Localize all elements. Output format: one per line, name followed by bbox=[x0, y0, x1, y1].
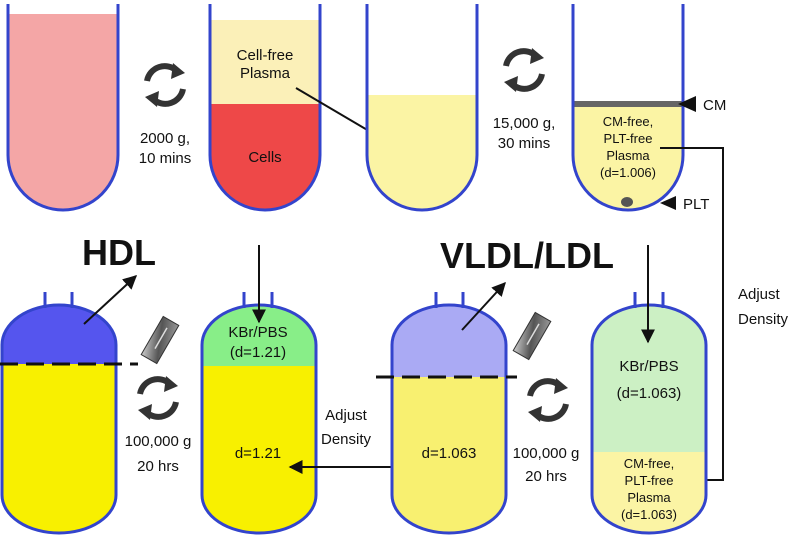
cm-pointer bbox=[678, 96, 696, 112]
hdl-title: HDL bbox=[82, 232, 156, 273]
cm-free-label: CM-free, bbox=[624, 456, 675, 471]
density-label: Density bbox=[321, 431, 372, 448]
tube-cm-plt: CM-free, PLT-free Plasma (d=1.006) bbox=[571, 4, 685, 212]
cm-free-label: CM-free, bbox=[603, 114, 654, 129]
plt-label: PLT bbox=[683, 196, 709, 213]
tube-outline bbox=[200, 303, 318, 535]
yellow-pale-fill bbox=[392, 377, 506, 533]
tube-outline bbox=[571, 4, 685, 212]
yellow-fill bbox=[202, 366, 316, 533]
step2-speed: 15,000 g, bbox=[493, 115, 556, 132]
tube-outline bbox=[365, 4, 479, 212]
tube-cap-outline bbox=[434, 292, 465, 308]
centrifuge-cycle-icon bbox=[527, 378, 569, 422]
plasma-fill bbox=[367, 95, 477, 210]
tube-outline bbox=[390, 303, 508, 535]
tube-cap-outline bbox=[633, 292, 665, 308]
side-density-label: Density bbox=[738, 311, 789, 328]
tube-outline bbox=[0, 303, 118, 535]
yellow-fill bbox=[2, 364, 116, 533]
step1-speed: 2000 g, bbox=[140, 130, 190, 147]
kbr-fill bbox=[592, 305, 706, 452]
ldl-layer-fill bbox=[392, 305, 506, 377]
body-density-label: d=1.063 bbox=[422, 445, 477, 462]
cm-label: CM bbox=[703, 97, 726, 114]
density-label: (d=1.006) bbox=[600, 165, 656, 180]
plt-free-label: PLT-free bbox=[604, 131, 653, 146]
kbr-density-label: (d=1.063) bbox=[617, 385, 682, 402]
cell-free-label-1: Cell-free bbox=[237, 47, 294, 64]
tube-outline bbox=[590, 303, 708, 535]
centrifuge-cycle-icon bbox=[144, 63, 186, 107]
tube-kbr-d121: KBr/PBS (d=1.21) d=1.21 bbox=[200, 292, 318, 535]
kbr-density-label: (d=1.21) bbox=[230, 344, 286, 361]
tube-separated: Cell-free Plasma Cells bbox=[208, 4, 322, 212]
tube-plasma bbox=[365, 4, 479, 212]
centrifuge-cycle-icon bbox=[503, 48, 545, 92]
pipette-icon bbox=[140, 315, 180, 365]
plasma-fill bbox=[573, 104, 683, 210]
centrifuge-cycle-icon bbox=[137, 376, 179, 420]
side-adjust-label: Adjust bbox=[738, 286, 781, 303]
step-hdl-time: 20 hrs bbox=[137, 458, 179, 475]
kbr-label: KBr/PBS bbox=[228, 324, 287, 341]
tube-outline bbox=[208, 4, 322, 212]
step1-time: 10 mins bbox=[139, 150, 192, 167]
cells-fill bbox=[210, 104, 320, 210]
tube-outline bbox=[6, 4, 120, 212]
plasma-label: Plasma bbox=[627, 490, 671, 505]
pipette-icon bbox=[512, 311, 552, 361]
hdl-layer-fill bbox=[2, 305, 116, 364]
cell-free-label-2: Plasma bbox=[240, 65, 291, 82]
cm-band bbox=[573, 101, 683, 107]
tube-ldl-result: d=1.063 bbox=[390, 292, 508, 535]
hdl-arrow bbox=[83, 275, 138, 325]
plt-pointer bbox=[660, 196, 676, 210]
density-label: (d=1.063) bbox=[621, 507, 677, 522]
step-hdl-speed: 100,000 g bbox=[125, 433, 192, 450]
tube-whole-blood bbox=[6, 4, 120, 212]
tube-cap-outline bbox=[43, 292, 74, 308]
step2-time: 30 mins bbox=[498, 135, 551, 152]
cell-free-plasma-fill bbox=[210, 20, 320, 104]
plt-pellet bbox=[621, 197, 633, 207]
tube-cap-outline bbox=[242, 292, 274, 308]
ldl-arrow bbox=[461, 281, 506, 331]
body-density-label: d=1.21 bbox=[235, 445, 281, 462]
step-ldl-speed: 100,000 g bbox=[513, 445, 580, 462]
tube-kbr-d1063: KBr/PBS (d=1.063) CM-free, PLT-free Plas… bbox=[590, 292, 708, 535]
plasma-label: Plasma bbox=[606, 148, 650, 163]
whole-blood-fill bbox=[8, 14, 118, 210]
plasma-fill bbox=[592, 452, 706, 533]
tube-hdl-result bbox=[0, 292, 118, 535]
step-ldl-time: 20 hrs bbox=[525, 468, 567, 485]
plt-free-label: PLT-free bbox=[625, 473, 674, 488]
kbr-label: KBr/PBS bbox=[619, 358, 678, 375]
vldl-ldl-title: VLDL/LDL bbox=[440, 235, 614, 276]
cells-label: Cells bbox=[248, 149, 281, 166]
adjust-label: Adjust bbox=[325, 407, 368, 424]
